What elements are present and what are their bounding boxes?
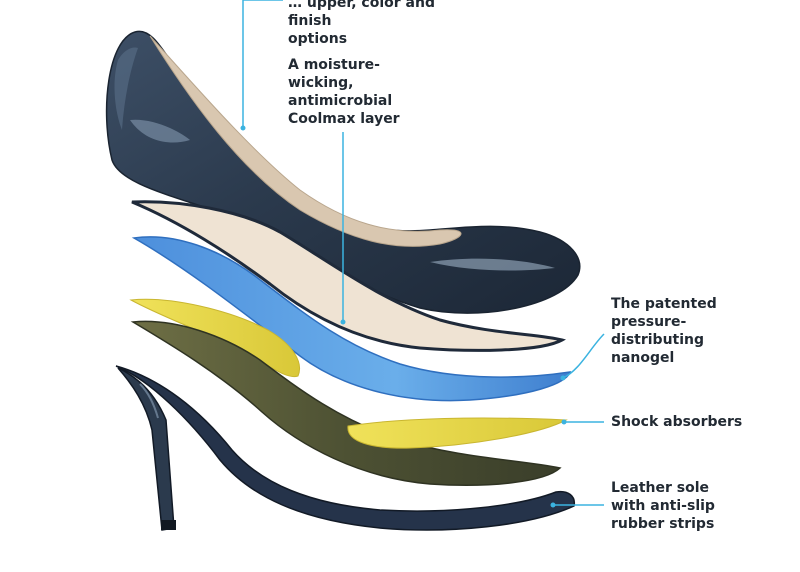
label-nanogel: The patented pressure- distributing nano… <box>611 296 717 366</box>
coolmax-lining-layer <box>131 200 566 352</box>
label-upper-options: … upper, color and finish options <box>288 0 435 47</box>
label-leather-sole: Leather sole with anti-slip rubber strip… <box>611 480 715 532</box>
label-coolmax-layer: A moisture- wicking, antimicrobial Coolm… <box>288 57 400 127</box>
shock-absorber-forefoot <box>347 417 568 449</box>
label-shock-absorbers: Shock absorbers <box>611 414 743 430</box>
shoe-upper <box>105 30 581 314</box>
heel-and-sole <box>115 365 576 531</box>
callout-lines <box>240 0 605 508</box>
midsole-layer <box>130 320 562 486</box>
